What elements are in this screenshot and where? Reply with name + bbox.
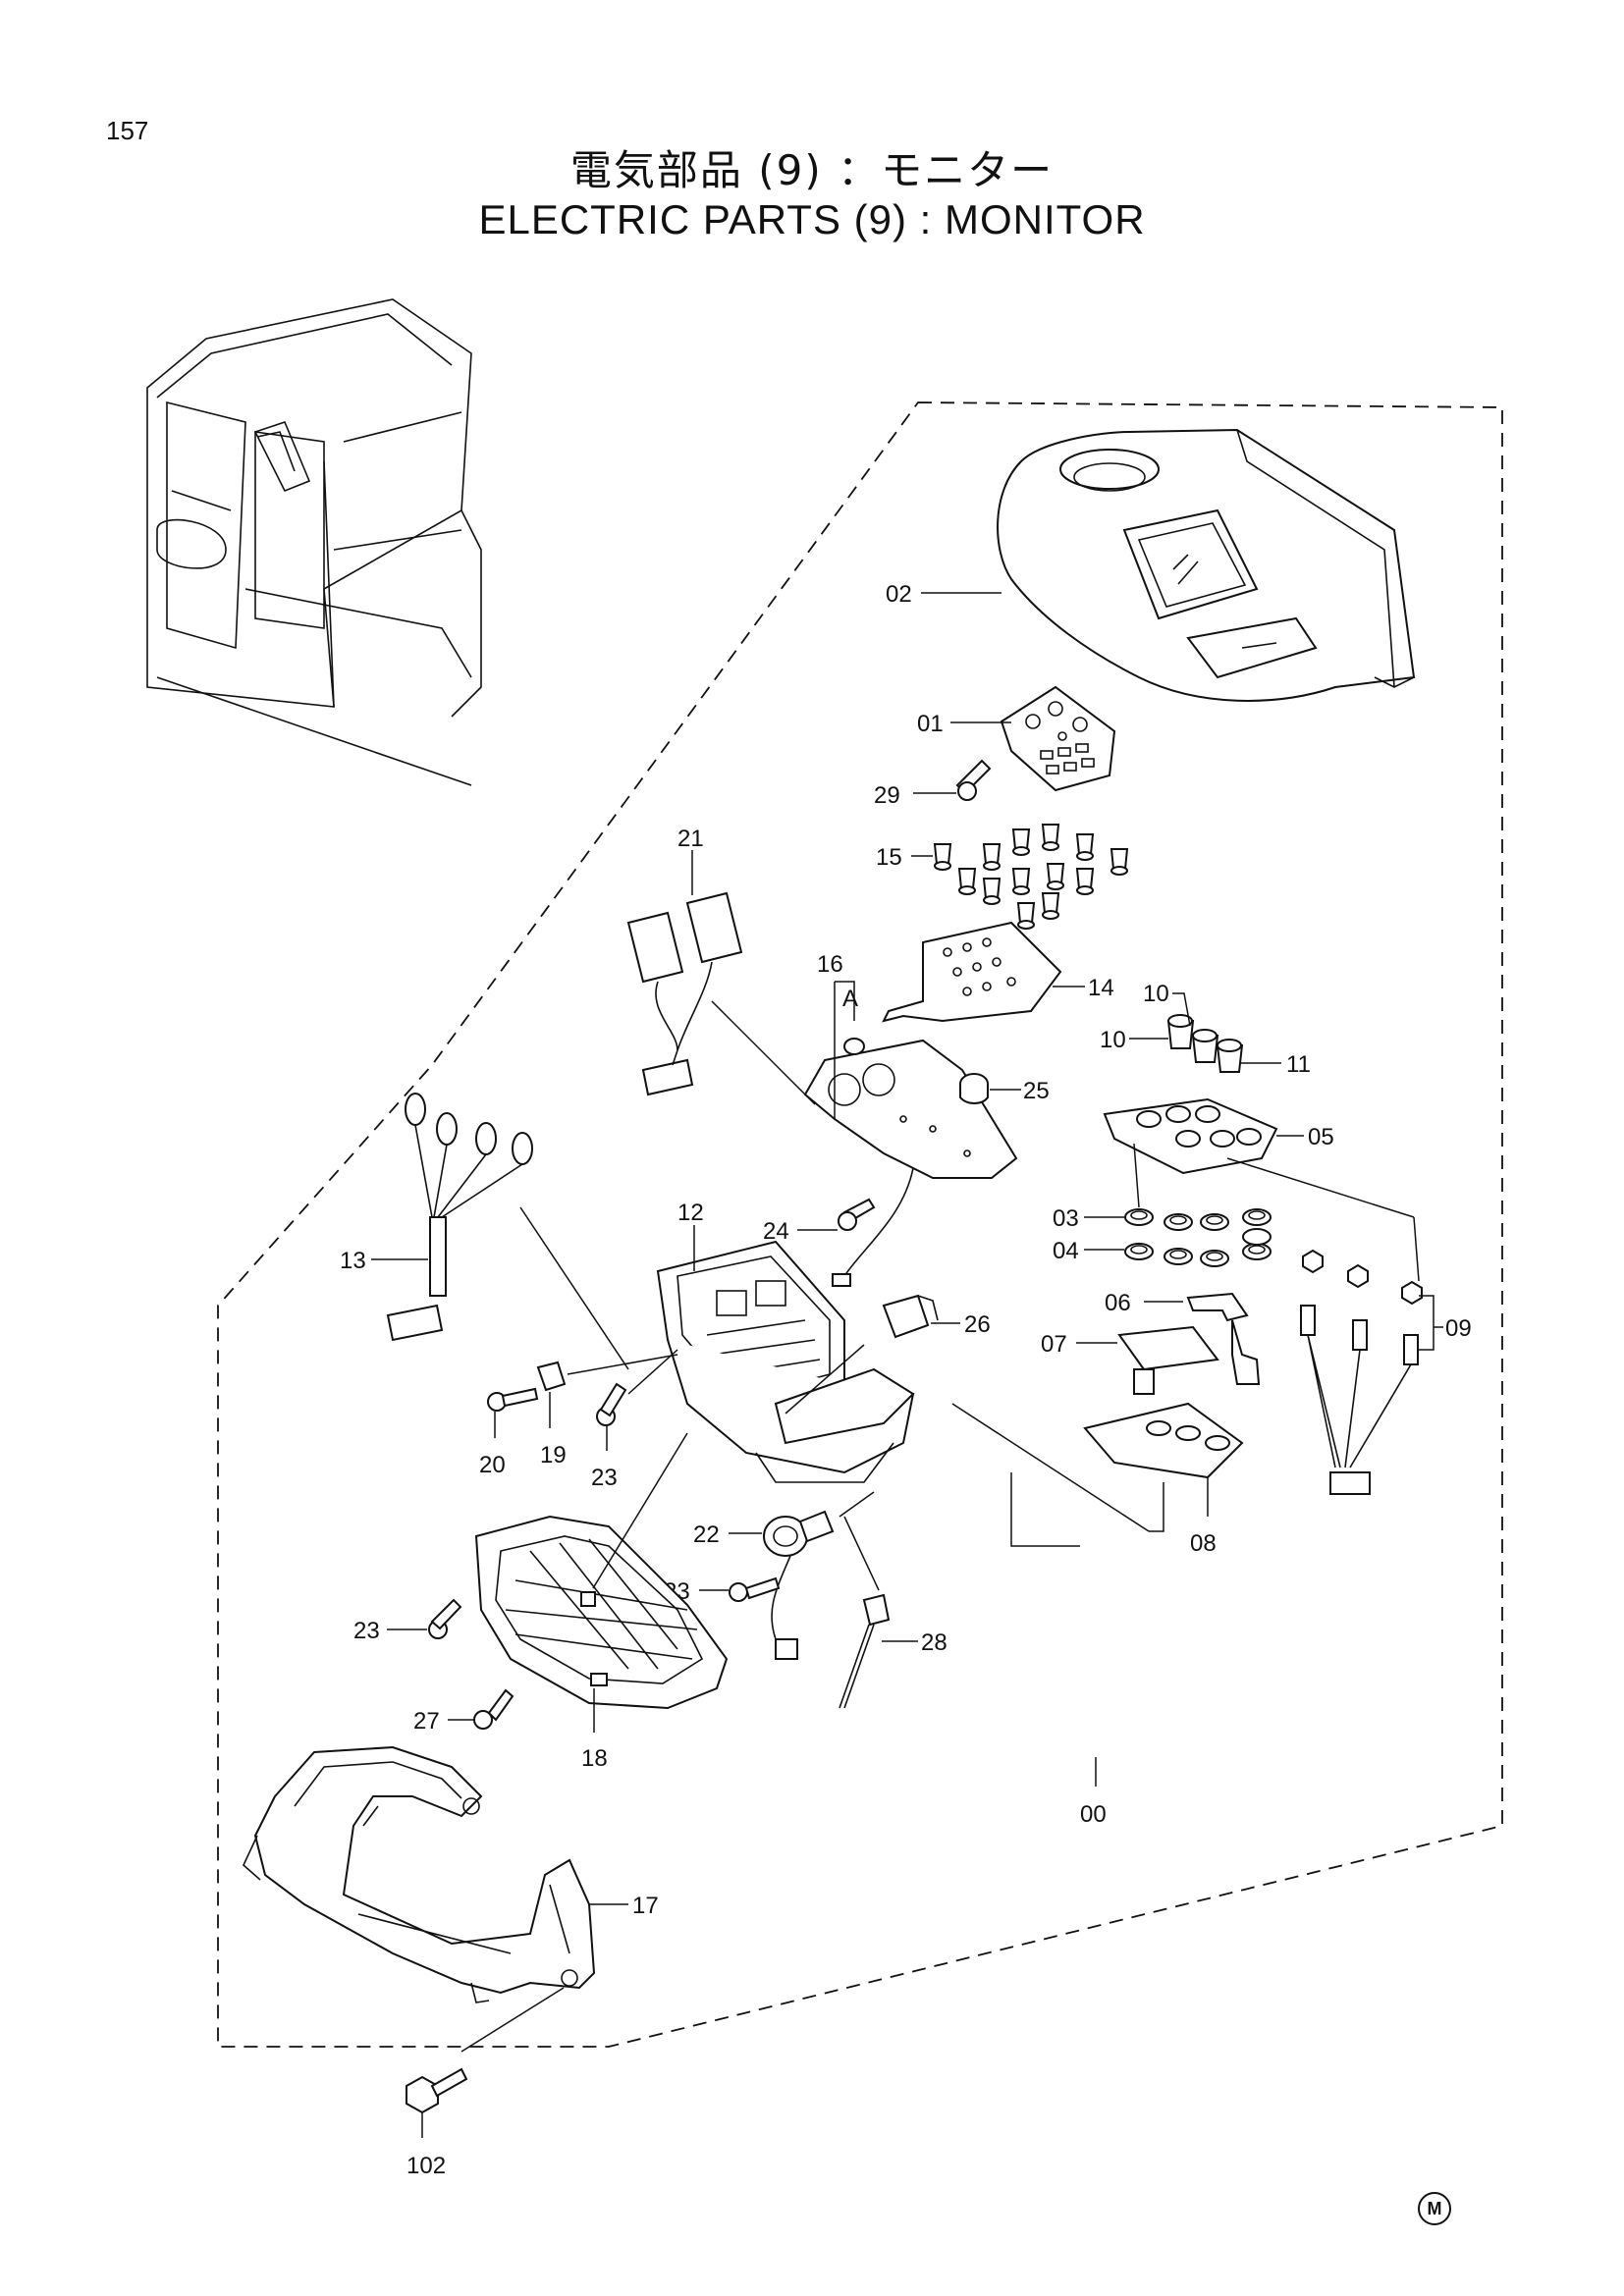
cover-plate-18 xyxy=(474,1515,729,1710)
screw-29 xyxy=(955,759,992,801)
title-japanese: 電気部品 (9) ：モニター xyxy=(569,146,1055,194)
screw-23-lower xyxy=(428,1598,462,1639)
label-27: 27 xyxy=(413,1708,440,1735)
buzzer-22 xyxy=(763,1510,835,1660)
label-06: 06 xyxy=(1105,1290,1131,1316)
connector-harness-21 xyxy=(626,891,743,1096)
monitor-case-12 xyxy=(656,1240,915,1483)
switch-panel xyxy=(1000,685,1116,792)
label-20: 20 xyxy=(479,1452,506,1478)
cap-25 xyxy=(959,1073,989,1104)
screw-27 xyxy=(473,1688,514,1730)
label-17: 17 xyxy=(632,1893,659,1919)
plug-26 xyxy=(882,1294,939,1339)
label-11: 11 xyxy=(1286,1051,1311,1078)
printed-board-16 xyxy=(803,1038,1018,1287)
label-08: 08 xyxy=(1190,1530,1217,1557)
brackets-06-07-08 xyxy=(1083,1292,1261,1479)
label-13: 13 xyxy=(340,1248,366,1274)
label-A: A xyxy=(842,986,858,1012)
label-14: 14 xyxy=(1088,975,1114,1001)
bolt-102 xyxy=(406,2067,468,2114)
label-22: 22 xyxy=(693,1522,720,1548)
cab-locator-illustration xyxy=(146,298,482,786)
label-29: 29 xyxy=(874,782,900,809)
label-00: 00 xyxy=(1080,1801,1107,1828)
assembly-boundary xyxy=(217,401,1503,2048)
label-03: 03 xyxy=(1053,1205,1079,1232)
knobs-10-11 xyxy=(1166,1014,1244,1073)
screw-23-upper xyxy=(596,1382,627,1426)
label-18: 18 xyxy=(581,1745,608,1772)
nuts xyxy=(1302,1249,1423,1306)
switch-caps xyxy=(933,824,1129,930)
label-19: 19 xyxy=(540,1442,567,1468)
label-15: 15 xyxy=(876,844,902,871)
m-mark: M xyxy=(1418,2192,1451,2225)
switch-base-05 xyxy=(1103,1097,1278,1175)
label-21: 21 xyxy=(677,826,704,852)
label-102: 102 xyxy=(406,2153,446,2179)
label-07: 07 xyxy=(1041,1331,1067,1358)
label-09: 09 xyxy=(1445,1315,1472,1342)
lamp-harness-13 xyxy=(386,1093,533,1342)
page-number: 157 xyxy=(106,116,149,145)
label-25: 25 xyxy=(1023,1078,1050,1104)
label-04: 04 xyxy=(1053,1238,1079,1264)
label-26: 26 xyxy=(964,1311,991,1338)
label-23-upper: 23 xyxy=(591,1465,618,1491)
bulb-harness-09 xyxy=(1300,1305,1419,1495)
title-english: ELECTRIC PARTS (9) : MONITOR xyxy=(478,196,1146,242)
screw-23-middle xyxy=(729,1576,781,1602)
label-12: 12 xyxy=(677,1200,704,1226)
screw-20 xyxy=(487,1387,539,1412)
rubber-sheet-14 xyxy=(882,921,1062,1023)
label-24: 24 xyxy=(763,1218,789,1245)
label-01: 01 xyxy=(917,711,944,737)
cable-tie-28 xyxy=(839,1593,891,1709)
label-02: 02 xyxy=(886,581,912,608)
label-28: 28 xyxy=(921,1629,947,1656)
label-05: 05 xyxy=(1308,1124,1334,1150)
label-10-top: 10 xyxy=(1143,981,1169,1007)
label-23-lower: 23 xyxy=(353,1618,380,1644)
label-16: 16 xyxy=(817,951,843,978)
rubber-caps-03-04 xyxy=(1124,1208,1272,1267)
clip-19 xyxy=(536,1361,567,1392)
label-10-left: 10 xyxy=(1100,1027,1126,1053)
monitor-cover xyxy=(997,428,1416,702)
bracket-17 xyxy=(243,1745,596,2003)
screw-24 xyxy=(838,1198,876,1231)
